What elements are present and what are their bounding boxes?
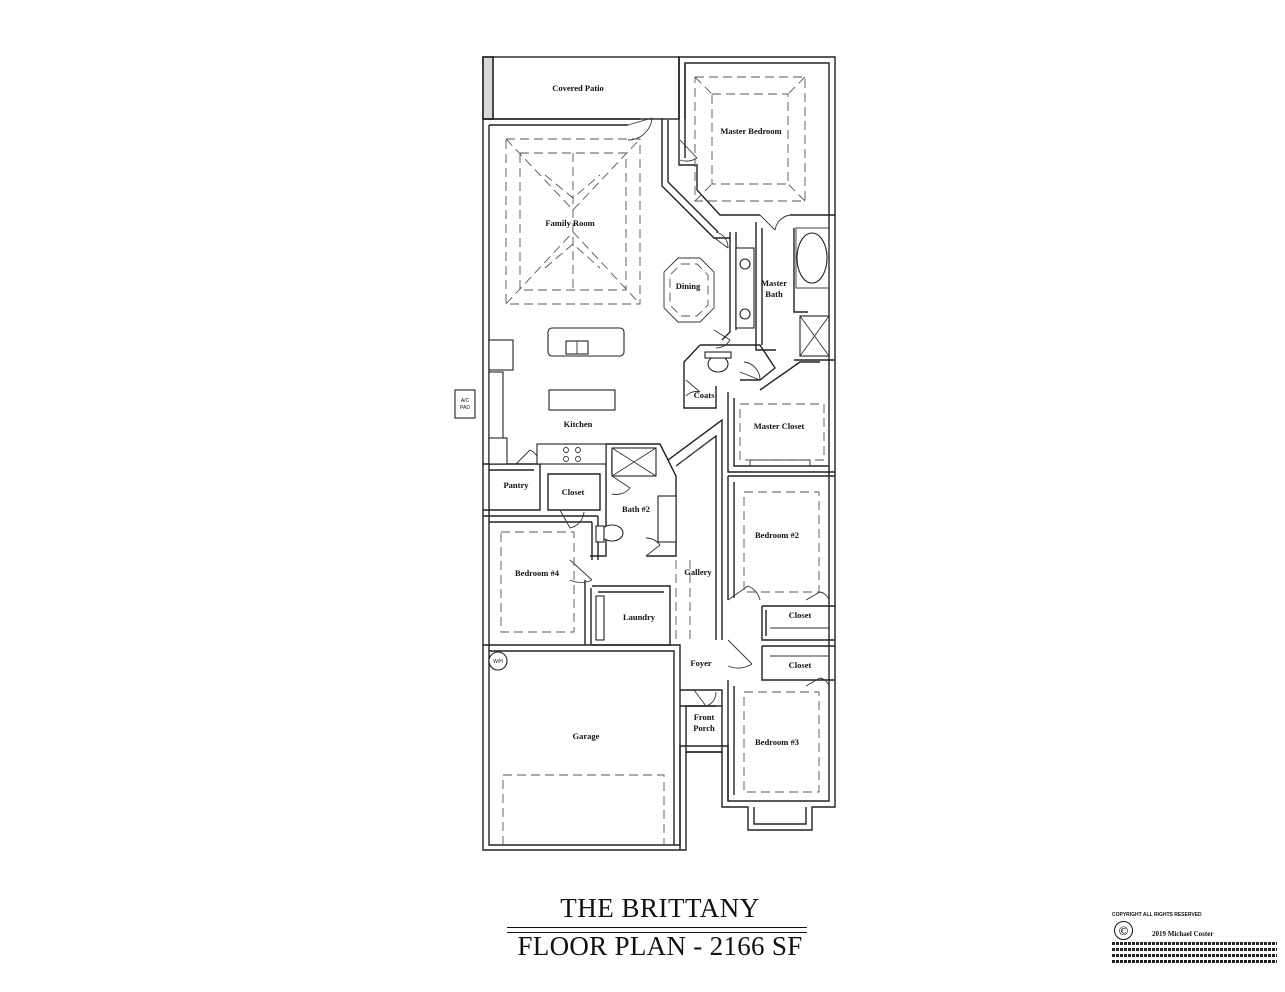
label-kitchen: Kitchen [564,419,593,429]
copyright-fine-print [1112,948,1277,951]
refrigerator [488,339,514,371]
label-water-heater: W/H [493,659,503,665]
label-foyer: Foyer [690,658,711,668]
water-heater [488,651,508,671]
fixtures [454,227,830,671]
label-gallery: Gallery [684,567,712,577]
exterior-walls [482,56,836,851]
room-labels: Covered Patio Master Bedroom Family Room… [460,83,811,747]
label-pantry: Pantry [503,480,529,490]
kitchen-counter [548,389,616,411]
label-master-bedroom: Master Bedroom [720,126,781,136]
copyright-symbol-icon: © [1114,921,1133,940]
label-bedroom4: Bedroom #4 [515,568,560,578]
label-coats: Coats [694,390,715,400]
label-front-porch-1: Front [694,712,715,722]
copyright-block: COPYRIGHT ALL RIGHTS RESERVED © 2019 Mic… [1112,912,1277,974]
copyright-fine-print [1112,942,1277,945]
label-ac-pad-1: A/C [461,398,470,404]
label-master-closet: Master Closet [754,421,805,431]
title-rule-top [507,927,807,928]
label-covered-patio: Covered Patio [552,83,604,93]
label-bath2: Bath #2 [622,504,650,514]
label-closet-bed3: Closet [789,660,812,670]
copyright-notice: COPYRIGHT ALL RIGHTS RESERVED [1112,912,1202,918]
plan-subtitle: FLOOR PLAN - 2166 SF [517,931,803,961]
label-closet-bed2: Closet [789,610,812,620]
label-master-bath-1: Master [761,278,787,288]
ac-pad [454,389,476,419]
copyright-owner: 2019 Michael Coster [1152,930,1214,938]
stove [536,443,607,465]
label-master-bath-2: Bath [765,289,783,299]
ceiling-lines [500,76,825,845]
copyright-fine-print [1112,960,1277,963]
plan-title: THE BRITTANY [560,893,760,923]
label-ac-pad-2: PAD [460,405,470,411]
copyright-fine-print [1112,954,1277,957]
label-closet-hall: Closet [562,487,585,497]
title-rule-bottom [507,932,807,933]
interior-walls [483,57,835,850]
label-front-porch-2: Porch [693,723,715,733]
doors [515,117,830,707]
label-bedroom3: Bedroom #3 [755,737,799,747]
label-garage: Garage [573,731,600,741]
master-tub [796,232,828,284]
label-family-room: Family Room [545,218,594,228]
label-bedroom2: Bedroom #2 [755,530,799,540]
label-laundry: Laundry [623,612,656,622]
label-dining: Dining [676,281,701,291]
